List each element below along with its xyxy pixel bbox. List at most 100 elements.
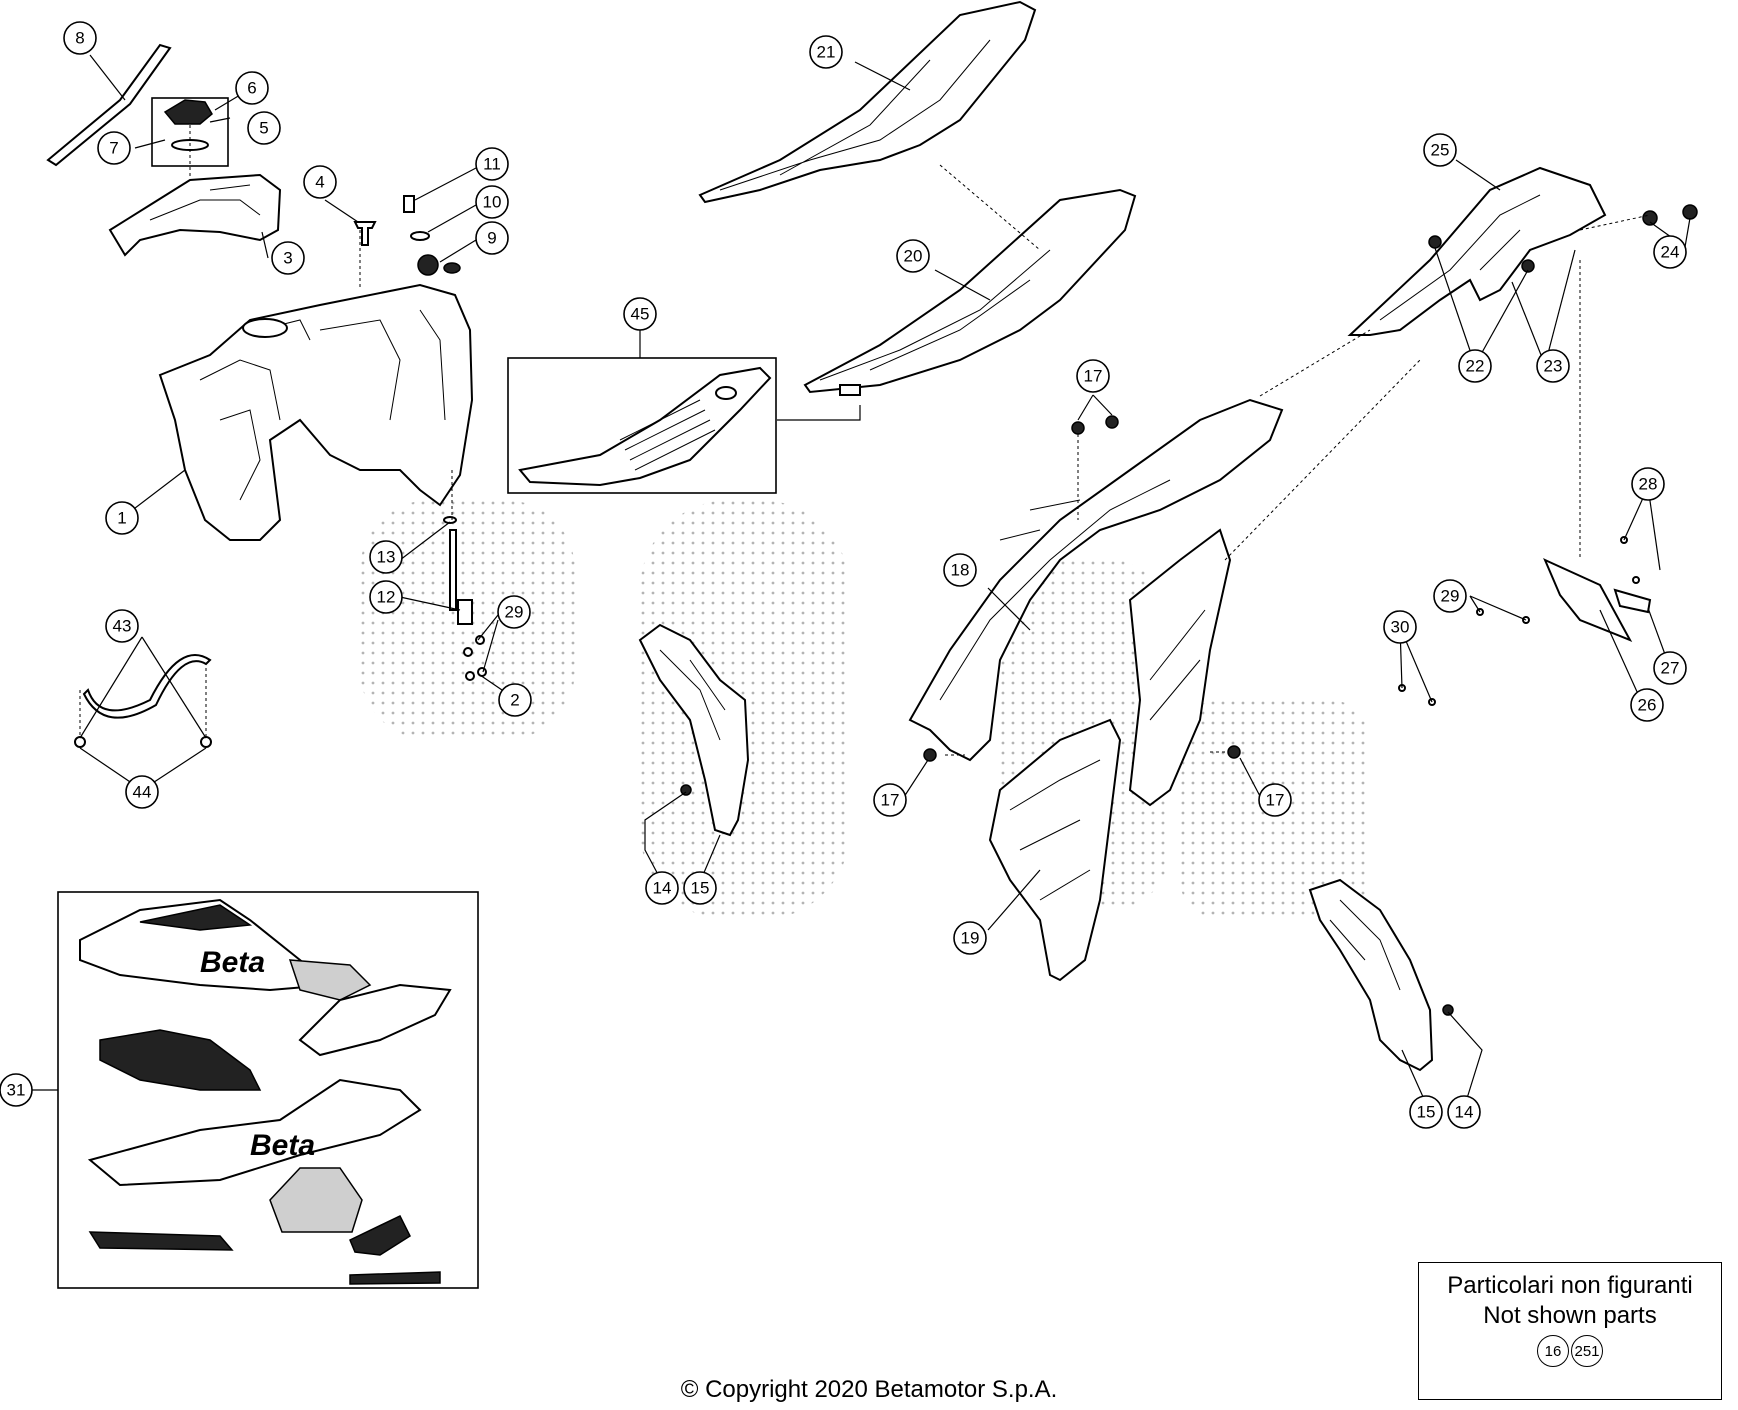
svg-text:5: 5 bbox=[259, 119, 268, 138]
side-panel-right bbox=[1128, 528, 1241, 807]
callout-30: 30 bbox=[1383, 610, 1417, 644]
callout-18: 18 bbox=[943, 553, 977, 587]
hose-clip-left bbox=[74, 736, 86, 748]
svg-text:28: 28 bbox=[1639, 475, 1658, 494]
callout-21: 21 bbox=[809, 35, 843, 69]
number-plate-part-26 bbox=[1398, 536, 1652, 706]
svg-text:20: 20 bbox=[904, 247, 923, 266]
callout-24: 24 bbox=[1653, 235, 1687, 269]
seat-part-20 bbox=[803, 188, 1137, 396]
svg-text:Beta: Beta bbox=[250, 1129, 315, 1162]
not-shown-parts-english: Not shown parts bbox=[1483, 1302, 1657, 1329]
svg-text:Beta: Beta bbox=[200, 946, 265, 979]
svg-text:15: 15 bbox=[691, 879, 710, 898]
svg-text:27: 27 bbox=[1661, 659, 1680, 678]
svg-text:14: 14 bbox=[1455, 1103, 1474, 1122]
cap-assembly-box bbox=[151, 97, 229, 167]
svg-text:17: 17 bbox=[1266, 791, 1285, 810]
hose-part-43 bbox=[82, 654, 212, 719]
callout-26: 26 bbox=[1630, 688, 1664, 722]
callout-1: 1 bbox=[105, 501, 139, 535]
callout-19: 19 bbox=[953, 921, 987, 955]
svg-text:11: 11 bbox=[483, 155, 501, 174]
callout-17-right: 17 bbox=[1258, 783, 1292, 817]
svg-text:2: 2 bbox=[510, 691, 519, 710]
vent-hose-part-8 bbox=[46, 43, 172, 167]
seat-detail-link-line bbox=[777, 405, 861, 421]
tank-hardware bbox=[353, 195, 461, 276]
not-shown-parts-box: Particolari non figuranti Not shown part… bbox=[1418, 1262, 1722, 1400]
callout-20: 20 bbox=[896, 239, 930, 273]
callout-25: 25 bbox=[1423, 133, 1457, 167]
svg-text:30: 30 bbox=[1391, 618, 1410, 637]
svg-text:7: 7 bbox=[109, 139, 118, 158]
svg-text:21: 21 bbox=[817, 43, 836, 62]
leader-lines bbox=[32, 54, 1691, 1109]
svg-text:13: 13 bbox=[377, 548, 396, 567]
callout-12: 12 bbox=[369, 580, 403, 614]
callout-6: 6 bbox=[235, 71, 269, 105]
callout-22: 22 bbox=[1458, 349, 1492, 383]
callout-9: 9 bbox=[475, 221, 509, 255]
callout-3: 3 bbox=[271, 241, 305, 275]
svg-text:44: 44 bbox=[133, 783, 152, 802]
svg-text:4: 4 bbox=[315, 173, 324, 192]
callout-27: 27 bbox=[1653, 651, 1687, 685]
callout-15-left: 15 bbox=[683, 871, 717, 905]
rear-frame-part-25 bbox=[1347, 166, 1698, 336]
callout-17-top: 17 bbox=[1076, 359, 1110, 393]
svg-text:19: 19 bbox=[961, 929, 980, 948]
decal-kit-part-31: Beta Beta bbox=[79, 898, 452, 1285]
callout-11: 11 bbox=[475, 147, 509, 181]
side-panel-part-18 bbox=[908, 398, 1284, 762]
callout-10: 10 bbox=[475, 185, 509, 219]
callout-5: 5 bbox=[247, 111, 281, 145]
svg-text:24: 24 bbox=[1661, 243, 1680, 262]
not-shown-parts-italian: Particolari non figuranti bbox=[1447, 1272, 1693, 1299]
svg-text:43: 43 bbox=[113, 617, 132, 636]
not-shown-parts-badges: 16 251 bbox=[1419, 1335, 1721, 1367]
tank-mount-hardware bbox=[443, 516, 487, 681]
svg-text:15: 15 bbox=[1417, 1103, 1436, 1122]
callout-44: 44 bbox=[125, 775, 159, 809]
svg-text:18: 18 bbox=[951, 561, 970, 580]
callout-7: 7 bbox=[97, 131, 131, 165]
svg-text:17: 17 bbox=[881, 791, 900, 810]
callout-29-left: 29 bbox=[497, 595, 531, 629]
callout-2: 2 bbox=[498, 683, 532, 717]
not-shown-part-badge: 16 bbox=[1537, 1335, 1569, 1367]
svg-text:17: 17 bbox=[1084, 367, 1103, 386]
svg-text:14: 14 bbox=[653, 879, 672, 898]
callout-14-right: 14 bbox=[1447, 1095, 1481, 1129]
svg-text:26: 26 bbox=[1638, 696, 1657, 715]
svg-text:10: 10 bbox=[483, 193, 502, 212]
svg-text:9: 9 bbox=[487, 229, 496, 248]
svg-text:3: 3 bbox=[283, 249, 292, 268]
svg-text:6: 6 bbox=[247, 79, 256, 98]
frame-guard-right bbox=[1308, 878, 1454, 1072]
callout-45: 45 bbox=[623, 297, 657, 331]
svg-text:22: 22 bbox=[1466, 357, 1485, 376]
seat-detail-box bbox=[507, 357, 777, 494]
not-shown-part-badge: 251 bbox=[1571, 1335, 1603, 1367]
callout-15-right: 15 bbox=[1409, 1095, 1443, 1129]
copyright-text: © Copyright 2020 Betamotor S.p.A. bbox=[680, 1376, 1058, 1403]
callout-43: 43 bbox=[105, 609, 139, 643]
callout-4: 4 bbox=[303, 165, 337, 199]
tank-cover-part-3 bbox=[108, 173, 282, 257]
seat-part-21 bbox=[698, 0, 1037, 204]
callout-31: 31 bbox=[0, 1073, 33, 1107]
callout-28: 28 bbox=[1631, 467, 1665, 501]
hose-clip-right bbox=[200, 736, 212, 748]
callout-23: 23 bbox=[1536, 349, 1570, 383]
svg-text:29: 29 bbox=[505, 603, 524, 622]
callout-8: 8 bbox=[63, 21, 97, 55]
svg-text:23: 23 bbox=[1544, 357, 1563, 376]
svg-text:8: 8 bbox=[75, 29, 84, 48]
airbox-cover-part-19 bbox=[988, 718, 1122, 982]
svg-text:12: 12 bbox=[377, 588, 396, 607]
callout-29-right: 29 bbox=[1433, 579, 1467, 613]
svg-text:29: 29 bbox=[1441, 587, 1460, 606]
callout-14-left: 14 bbox=[645, 871, 679, 905]
